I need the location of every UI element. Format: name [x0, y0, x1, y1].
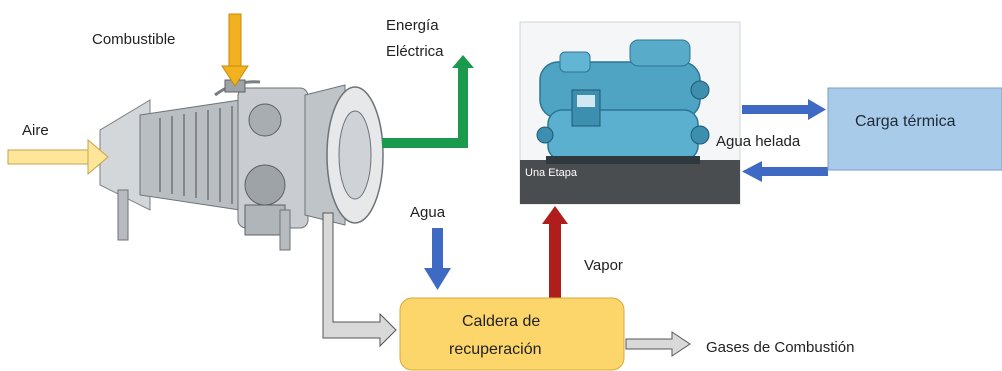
- flue-gas-arrow: [625, 331, 691, 357]
- air-label: Aire: [22, 122, 49, 139]
- fuel-label: Combustible: [92, 31, 175, 48]
- thermal-load-box: [827, 87, 1002, 171]
- una-etapa-label: Una Etapa: [525, 167, 578, 179]
- exhaust-to-boiler-arrow: [322, 212, 397, 348]
- thermal-load-label: Carga térmica: [855, 113, 956, 130]
- water-label: Agua: [410, 204, 446, 221]
- boiler-label-line1: Caldera de: [462, 313, 540, 330]
- electric-energy-label-line2: Eléctrica: [386, 43, 444, 60]
- flue-gas-label: Gases de Combustión: [706, 339, 854, 356]
- recovery-boiler-box: [399, 297, 625, 371]
- steam-label: Vapor: [584, 257, 623, 274]
- gas-turbine-icon: [99, 79, 384, 251]
- chilled-water-return-arrow: [742, 161, 828, 182]
- electric-energy-label-line1: Energía: [386, 17, 439, 34]
- electric-output-arrow: [382, 55, 474, 148]
- air-arrow: [7, 138, 109, 176]
- chilled-water-label: Agua helada: [716, 133, 801, 150]
- absorption-chiller-icon: [519, 21, 741, 205]
- steam-arrow: [542, 206, 568, 298]
- boiler-label-line2: recuperación: [449, 341, 542, 358]
- chilled-water-supply-arrow: [742, 99, 826, 120]
- fuel-arrow: [221, 13, 249, 87]
- water-arrow: [424, 228, 451, 290]
